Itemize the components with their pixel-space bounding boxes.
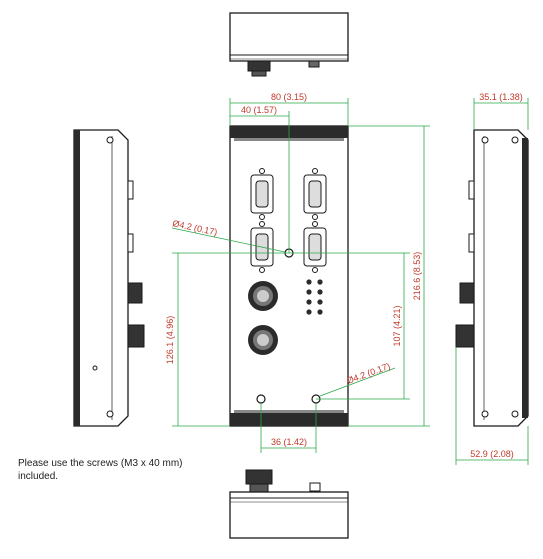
dim-height-total: 216.6 (8.53): [412, 252, 422, 301]
right-side-view: [455, 129, 529, 427]
dim-height-mount: 126.1 (4.96): [165, 316, 175, 365]
top-view: [229, 12, 349, 77]
db9-connector: [303, 221, 327, 273]
db9-connector: [250, 168, 274, 220]
left-side-view: [73, 129, 145, 427]
screw-note-line1: Please use the screws (M3 x 40 mm): [18, 458, 183, 469]
dim-hole-dia-lower: Ø4.2 (0.17): [345, 361, 391, 386]
mounting-hole: [256, 394, 266, 404]
dim-width-half: 40 (1.57): [241, 105, 277, 115]
dim-depth-bottom: 52.9 (2.08): [470, 449, 514, 459]
dim-width-total: 80 (3.15): [271, 92, 307, 102]
bottom-view: [229, 469, 349, 539]
led-indicator-grid: [306, 279, 323, 315]
m12-connector: [248, 281, 278, 311]
dim-hole-dia-upper: Ø4.2 (0.17): [172, 218, 219, 237]
dimension-lines: [171, 98, 529, 465]
dim-depth-top: 35.1 (1.38): [479, 92, 523, 102]
screw-note: Please use the screws (M3 x 40 mm) inclu…: [18, 457, 248, 483]
m12-connector: [248, 325, 278, 355]
screw-note-line2: included.: [18, 471, 59, 482]
db9-connector: [303, 168, 327, 220]
dim-hole-spacing: 36 (1.42): [271, 437, 307, 447]
dim-height-inner: 107 (4.21): [392, 305, 402, 346]
